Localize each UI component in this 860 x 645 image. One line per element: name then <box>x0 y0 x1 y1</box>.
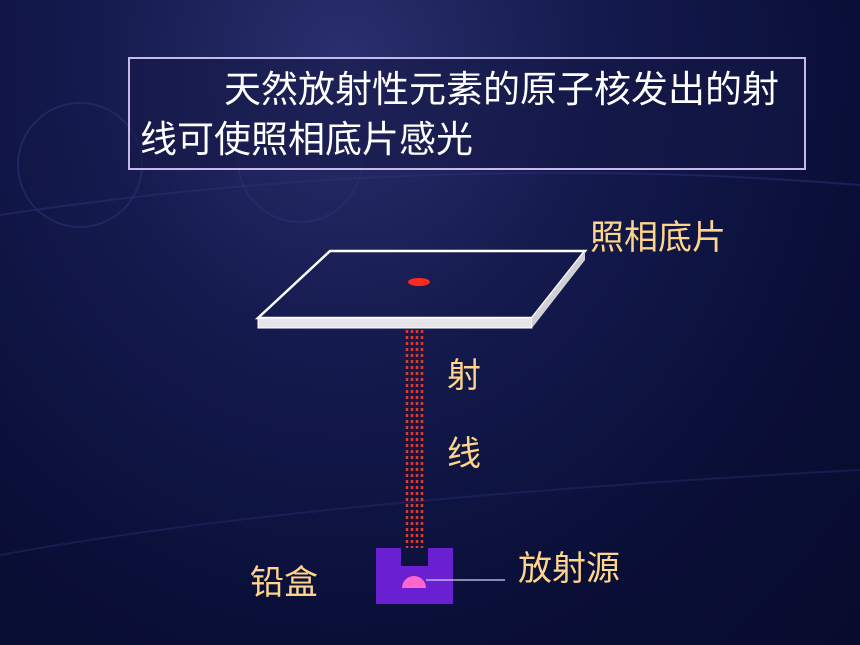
photographic-film <box>254 249 588 329</box>
source-label: 放射源 <box>518 549 620 589</box>
lead-box <box>376 548 453 604</box>
title-text: 天然放射性元素的原子核发出的射线可使照相底片感光 <box>140 68 779 161</box>
title-box: 天然放射性元素的原子核发出的射线可使照相底片感光 <box>128 57 806 170</box>
radiation-rays <box>405 330 424 548</box>
exposure-spot <box>408 278 430 286</box>
radioactive-source <box>402 576 426 588</box>
ray-label-char1: 射 <box>447 356 481 396</box>
lead-box-label: 铅盒 <box>250 563 318 603</box>
film-label: 照相底片 <box>590 218 726 258</box>
ray-label-char2: 线 <box>447 434 481 474</box>
